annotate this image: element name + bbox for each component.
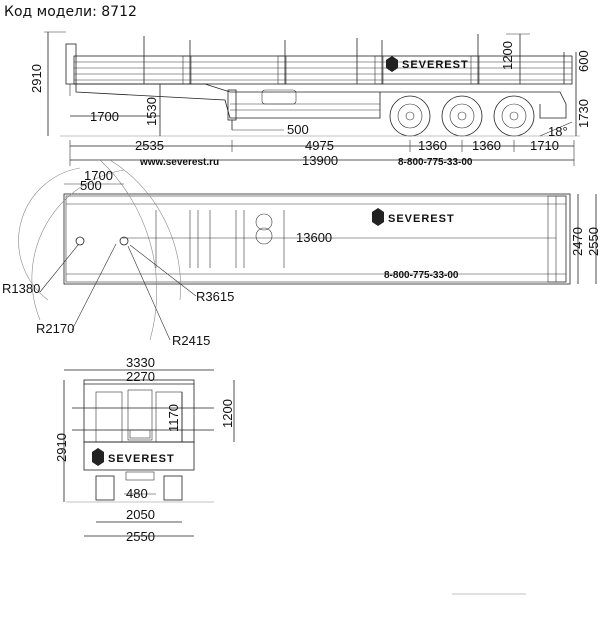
side-board xyxy=(73,55,573,85)
wheel-axle-1 xyxy=(389,95,431,137)
radius-1380: R1380 xyxy=(2,281,40,296)
dim-kingpin-500: 500 xyxy=(287,122,309,137)
front-wall xyxy=(65,43,77,85)
dim-rear-2910: 2910 xyxy=(54,433,69,462)
dim-overall-length: 13900 xyxy=(302,153,338,168)
dim-1710: 1710 xyxy=(530,138,559,153)
dim-top-500: 500 xyxy=(80,178,102,193)
website-text: www.severest.ru xyxy=(139,157,219,168)
dim-front-overhang: 1700 xyxy=(90,109,119,124)
radius-3615: R3615 xyxy=(196,289,234,304)
severest-logo: SEVEREST xyxy=(386,56,469,72)
wheel-axle-3 xyxy=(493,95,535,137)
dim-rear-2050: 2050 xyxy=(126,507,155,522)
radius-2415: R2415 xyxy=(172,333,210,348)
dim-rear-1200: 1200 xyxy=(220,399,235,428)
svg-text:SEVEREST: SEVEREST xyxy=(388,213,455,225)
side-view: SEVEREST 2910 1530 1700 500 2535 4975 13… xyxy=(29,31,591,168)
phone-top: 8-800-775-33-00 xyxy=(384,270,459,281)
severest-logo-top: SEVEREST xyxy=(372,208,455,226)
dim-2535: 2535 xyxy=(135,138,164,153)
dim-top-1700: 1700 xyxy=(84,168,113,183)
platform-outline xyxy=(63,193,571,285)
dim-rear-2270: 2270 xyxy=(126,369,155,384)
radius-2170: R2170 xyxy=(36,321,74,336)
svg-text:SEVEREST: SEVEREST xyxy=(402,59,469,71)
model-code-label: Код модели: 8712 xyxy=(4,4,137,20)
dim-4975: 4975 xyxy=(305,138,334,153)
svg-text:SEVEREST: SEVEREST xyxy=(108,453,175,465)
dim-inner-length: 13600 xyxy=(296,230,332,245)
dim-inner-width: 2470 xyxy=(570,227,585,256)
dim-1360-b: 1360 xyxy=(472,138,501,153)
dim-rear-1170: 1170 xyxy=(166,404,181,432)
chassis-frame xyxy=(75,83,381,119)
top-view: SEVEREST 8-800-775-33-00 1700 500 13600 … xyxy=(2,159,600,348)
severest-logo-rear: SEVEREST xyxy=(92,448,175,466)
rear-deck xyxy=(83,441,195,471)
dim-rear-3330: 3330 xyxy=(126,355,155,370)
spare-wheel xyxy=(255,213,273,231)
dim-side-600: 600 xyxy=(576,50,591,72)
dim-height-total: 2910 xyxy=(29,64,44,93)
phone-text: 8-800-775-33-00 xyxy=(398,157,473,168)
dim-stake-1200: 1200 xyxy=(500,41,515,70)
dim-angle: 18° xyxy=(548,124,568,139)
kingpin-marker xyxy=(75,236,85,246)
tank xyxy=(261,89,297,105)
dim-rear-480: 480 xyxy=(126,486,148,501)
wheel-axle-2 xyxy=(441,95,483,137)
rear-view: SEVEREST 3330 2270 2910 1170 1200 480 20… xyxy=(54,355,235,544)
dim-1360-a: 1360 xyxy=(418,138,447,153)
dim-rear-1730: 1730 xyxy=(576,99,591,128)
dim-rear-2550: 2550 xyxy=(126,529,155,544)
dim-outer-width: 2550 xyxy=(586,227,600,256)
dim-deck-height: 1530 xyxy=(144,97,159,126)
